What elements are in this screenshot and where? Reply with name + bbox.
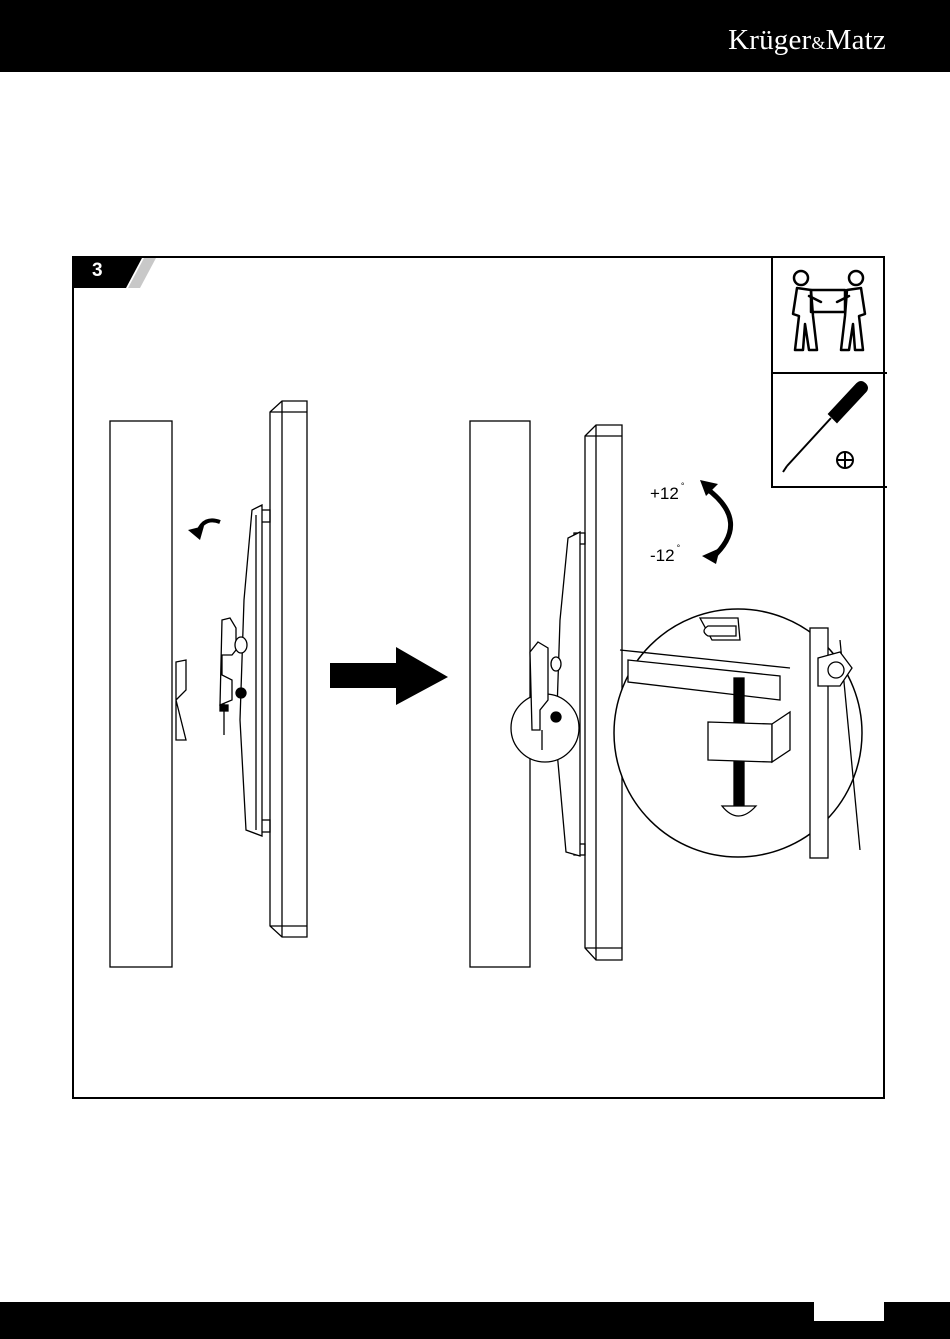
wall-plate-left [176,660,186,740]
tv-left [240,401,307,937]
tv-right [556,425,622,960]
wall-right [470,421,530,967]
tilt-down-label: -12° [650,543,680,566]
wall-left [110,421,172,967]
next-step-arrow-icon [330,647,448,705]
tilt-arrow-icon [706,488,731,558]
page-number-tab [814,1302,884,1321]
footer-bar [0,1302,950,1339]
tilt-up-label: +12° [650,481,684,504]
zoom-detail [614,609,862,858]
